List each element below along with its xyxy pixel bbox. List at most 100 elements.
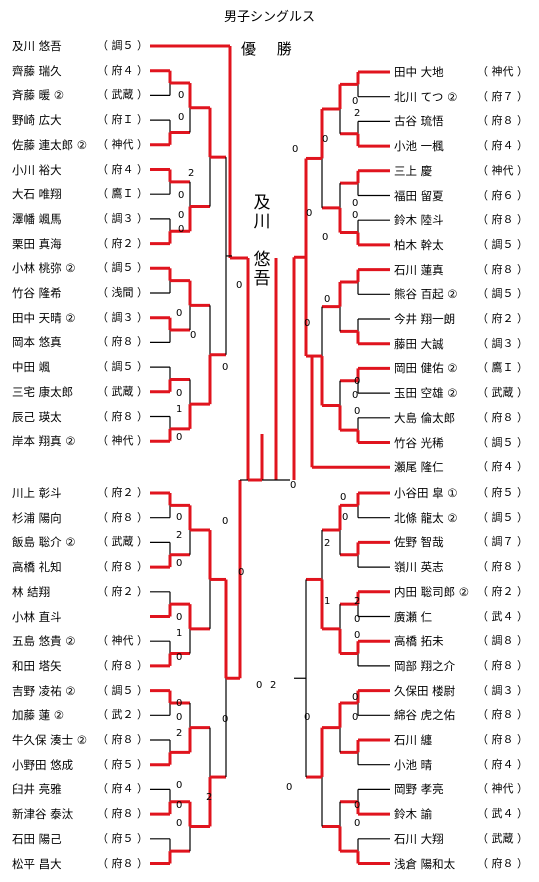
player-name-left: 辰己 瑛太 xyxy=(12,409,62,424)
score-right: 0 xyxy=(286,782,292,793)
player-name-right: 岡野 孝亮 xyxy=(394,782,444,797)
score-right: 0 xyxy=(354,630,360,641)
player-name-left: 川上 彰斗 xyxy=(12,486,62,500)
score-left: 0 xyxy=(178,190,184,201)
player-affiliation-left: （ 府５ ） xyxy=(97,831,148,845)
score-right: 2 xyxy=(354,108,360,119)
player-affiliation-right: （ 府８ ） xyxy=(477,262,528,276)
page-title: 男子シングルス xyxy=(223,10,315,25)
player-affiliation-left: （ 調３ ） xyxy=(97,310,148,324)
score-right: 0 xyxy=(352,712,358,723)
player-affiliation-left: （ 調５ ） xyxy=(97,360,148,374)
score-left: 0 xyxy=(236,280,242,291)
score-left: 2 xyxy=(176,728,182,739)
score-right: 1 xyxy=(324,596,330,607)
player-affiliation-left: （ 神代 ） xyxy=(97,434,148,448)
score-left: 0 xyxy=(190,330,196,341)
player-name-left: 牛久保 湊士 ② xyxy=(12,733,88,747)
player-affiliation-right: （ 神代 ） xyxy=(477,163,528,177)
player-affiliation-right: （ 府８ ） xyxy=(477,213,528,227)
player-affiliation-left: （ 武蔵 ） xyxy=(97,384,148,398)
player-name-right: 岡田 健佑 ② xyxy=(394,361,458,376)
player-name-left: 齊藤 瑞久 xyxy=(12,63,62,78)
score-left: 0 xyxy=(176,780,182,791)
score-left: 0 xyxy=(176,800,182,811)
score-right: 2 xyxy=(270,680,276,691)
player-affiliation-left: （ 府Ｉ ） xyxy=(97,113,148,127)
player-name-left: 澤幡 颯馬 xyxy=(12,211,62,226)
score-left: 0 xyxy=(176,698,182,709)
player-name-right: 綿谷 虎之佑 xyxy=(394,708,456,723)
player-name-right: 田中 大地 xyxy=(394,65,444,79)
player-name-right: 北川 てつ ② xyxy=(394,89,458,104)
score-left: 0 xyxy=(178,210,184,221)
player-name-right: 久保田 楼尉 xyxy=(394,683,456,698)
player-name-left: 和田 塔矢 xyxy=(12,658,62,673)
player-affiliation-left: （ 府４ ） xyxy=(97,63,148,77)
score-right: 0 xyxy=(352,96,358,107)
score-left: 2 xyxy=(176,530,182,541)
player-name-right: 小谷田 皐 ① xyxy=(394,486,458,500)
player-name-right: 玉田 空雄 ② xyxy=(394,386,458,401)
player-name-right: 大島 倫太郎 xyxy=(394,410,456,425)
player-affiliation-right: （ 府８ ） xyxy=(477,658,528,672)
player-name-left: 中田 颯 xyxy=(12,360,51,375)
player-name-right: 石川 大翔 xyxy=(394,831,444,846)
player-name-left: 吉野 凌祐 ② xyxy=(12,683,76,698)
player-affiliation-left: （ 府４ ） xyxy=(97,782,148,796)
score-right: 0 xyxy=(352,198,358,209)
player-affiliation-left: （ 府８ ） xyxy=(97,560,148,574)
player-affiliation-left: （ 府８ ） xyxy=(97,335,148,349)
player-affiliation-left: （ 神代 ） xyxy=(97,137,148,151)
score-right: 0 xyxy=(342,512,348,523)
player-name-left: 斉藤 暖 ② xyxy=(12,88,65,103)
score-left: 0 xyxy=(222,714,228,725)
player-affiliation-right: （ 武４ ） xyxy=(477,609,528,623)
player-affiliation-right: （ 府８ ） xyxy=(477,733,528,746)
player-name-left: 五島 悠貴 ② xyxy=(12,634,76,649)
player-affiliation-left: （ 武２ ） xyxy=(97,708,148,722)
player-name-left: 小林 直斗 xyxy=(12,609,62,624)
player-affiliation-right: （ 府４ ） xyxy=(477,460,528,474)
player-name-right: 小池 一楓 xyxy=(394,139,444,154)
player-name-left: 佐藤 連太郎 ② xyxy=(12,137,88,152)
score-left: 0 xyxy=(176,652,182,663)
player-affiliation-right: （ 調５ ） xyxy=(477,435,528,449)
player-name-left: 臼井 亮雅 xyxy=(12,782,62,797)
score-right: 0 xyxy=(304,712,310,723)
champion-name-char: 川 xyxy=(253,212,271,232)
player-name-right: 内田 聡司郎 ② xyxy=(394,584,470,599)
score-left: 0 xyxy=(176,612,182,623)
score-right: 0 xyxy=(306,208,312,219)
player-affiliation-left: （ 府８ ） xyxy=(97,409,148,423)
score-right: 2 xyxy=(324,538,330,549)
player-affiliation-left: （ 府５ ） xyxy=(97,757,148,771)
score-left: 2 xyxy=(188,168,194,179)
player-affiliation-right: （ 府８ ） xyxy=(477,708,528,722)
player-name-right: 福田 留夏 xyxy=(394,188,444,203)
player-name-right: 鈴木 陸斗 xyxy=(394,213,444,228)
player-affiliation-right: （ 神代 ） xyxy=(477,65,528,78)
player-name-right: 石川 蓮真 xyxy=(394,262,444,277)
player-affiliation-right: （ 府８ ） xyxy=(477,560,528,574)
score-right: 0 xyxy=(322,134,328,145)
score-right: 0 xyxy=(354,818,360,829)
player-name-right: 柏木 幹太 xyxy=(394,237,444,252)
player-affiliation-right: （ 府４ ） xyxy=(477,757,528,771)
score-left: 0 xyxy=(176,512,182,523)
score-right: 0 xyxy=(324,294,330,305)
score-left: 0 xyxy=(256,680,262,691)
player-affiliation-right: （ 武蔵 ） xyxy=(477,386,528,400)
player-name-left: 竹谷 隆希 xyxy=(12,286,62,300)
player-affiliation-right: （ 武蔵 ） xyxy=(477,831,528,845)
player-name-right: 高橋 拓未 xyxy=(394,634,444,649)
player-name-left: 石田 陽己 xyxy=(12,831,62,846)
player-name-left: 岡本 悠真 xyxy=(12,335,62,350)
champion-heading: 優 勝 xyxy=(241,40,300,58)
score-left: 0 xyxy=(178,224,184,235)
champion-name-char: 悠 xyxy=(253,250,271,270)
player-affiliation-left: （ 府２ ） xyxy=(97,584,148,598)
player-affiliation-left: （ 府８ ） xyxy=(97,658,148,672)
champion-name-char: 吾 xyxy=(253,269,271,289)
